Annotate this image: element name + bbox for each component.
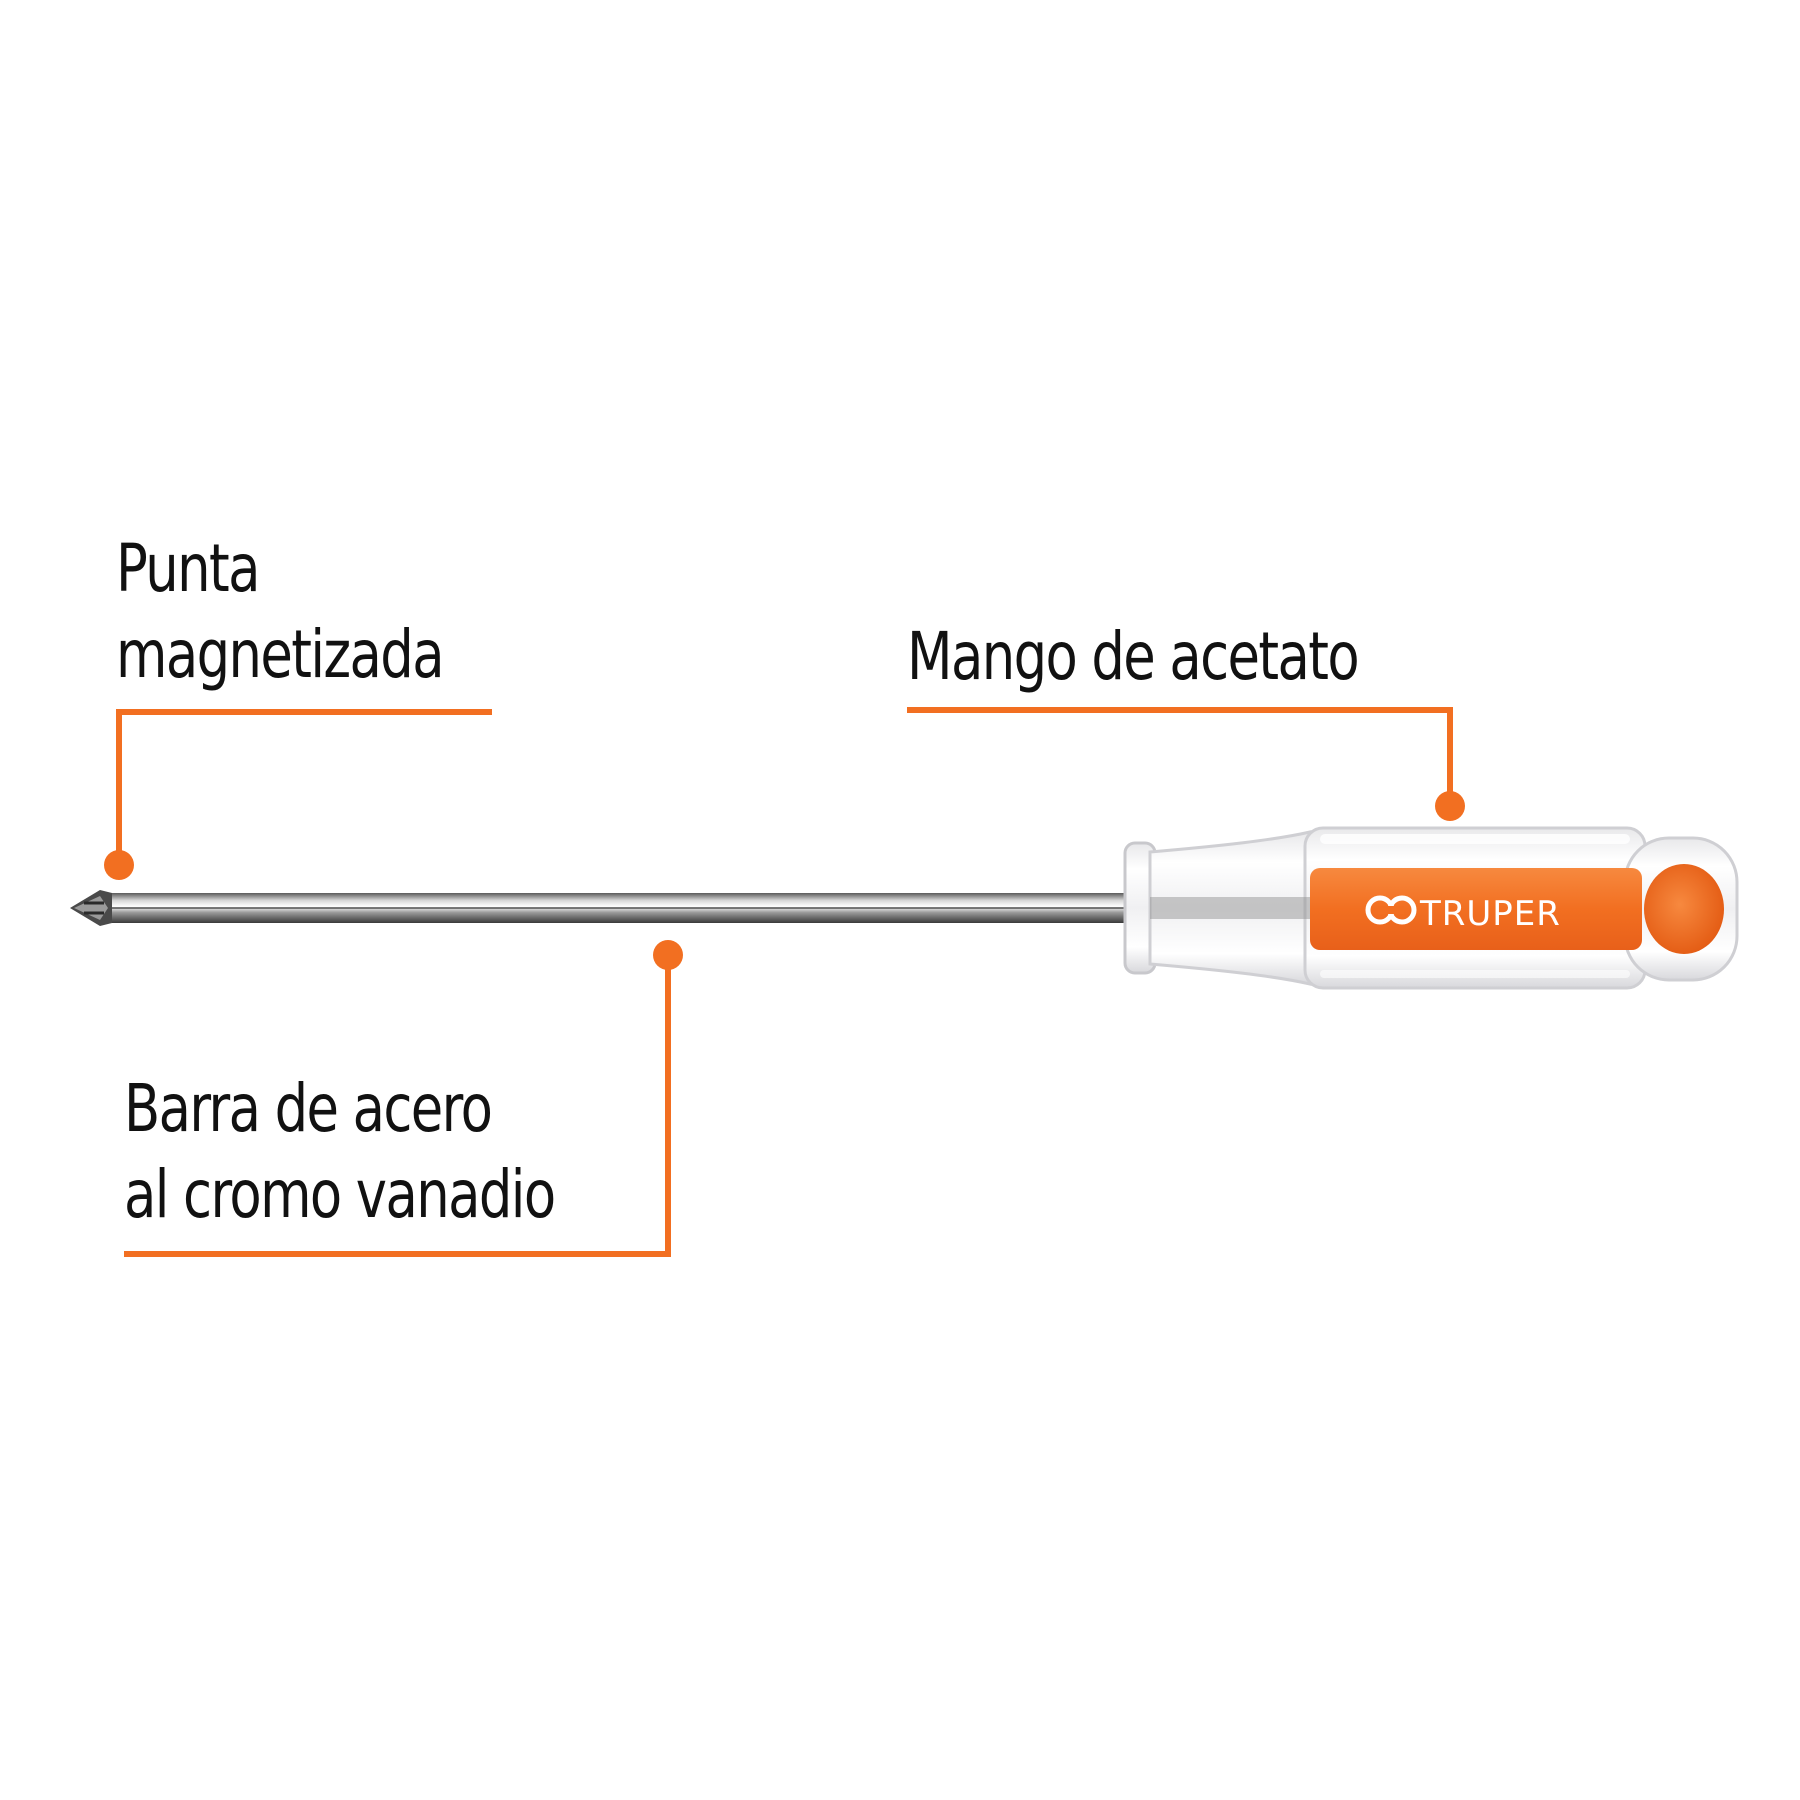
callout-handle-leader [907,707,1465,821]
callout-tip-label: Punta magnetizada [116,526,445,698]
callout-tip-line1: Punta [116,530,260,607]
callout-handle-label: Mango de acetato [907,614,1360,700]
truper-logo-icon [1365,895,1417,925]
callout-tip-dot [104,850,134,880]
callout-shaft-dot [653,940,683,970]
screwdriver-handle [1123,826,1739,990]
callout-tip-leader [104,709,492,880]
callout-shaft-line2: al cromo vanadio [124,1156,556,1233]
callout-shaft-line1: Barra de acero [124,1070,493,1147]
brand-name: TRUPER [1419,894,1561,934]
callout-tip-line2: magnetizada [116,616,445,693]
phillips-tip-icon [70,890,112,926]
screwdriver-shaft [98,893,1128,923]
callout-shaft-leader [124,940,683,1257]
callout-handle-dot [1435,791,1465,821]
callout-shaft-label: Barra de acero al cromo vanadio [124,1066,556,1238]
callout-handle-line1: Mango de acetato [907,618,1360,695]
